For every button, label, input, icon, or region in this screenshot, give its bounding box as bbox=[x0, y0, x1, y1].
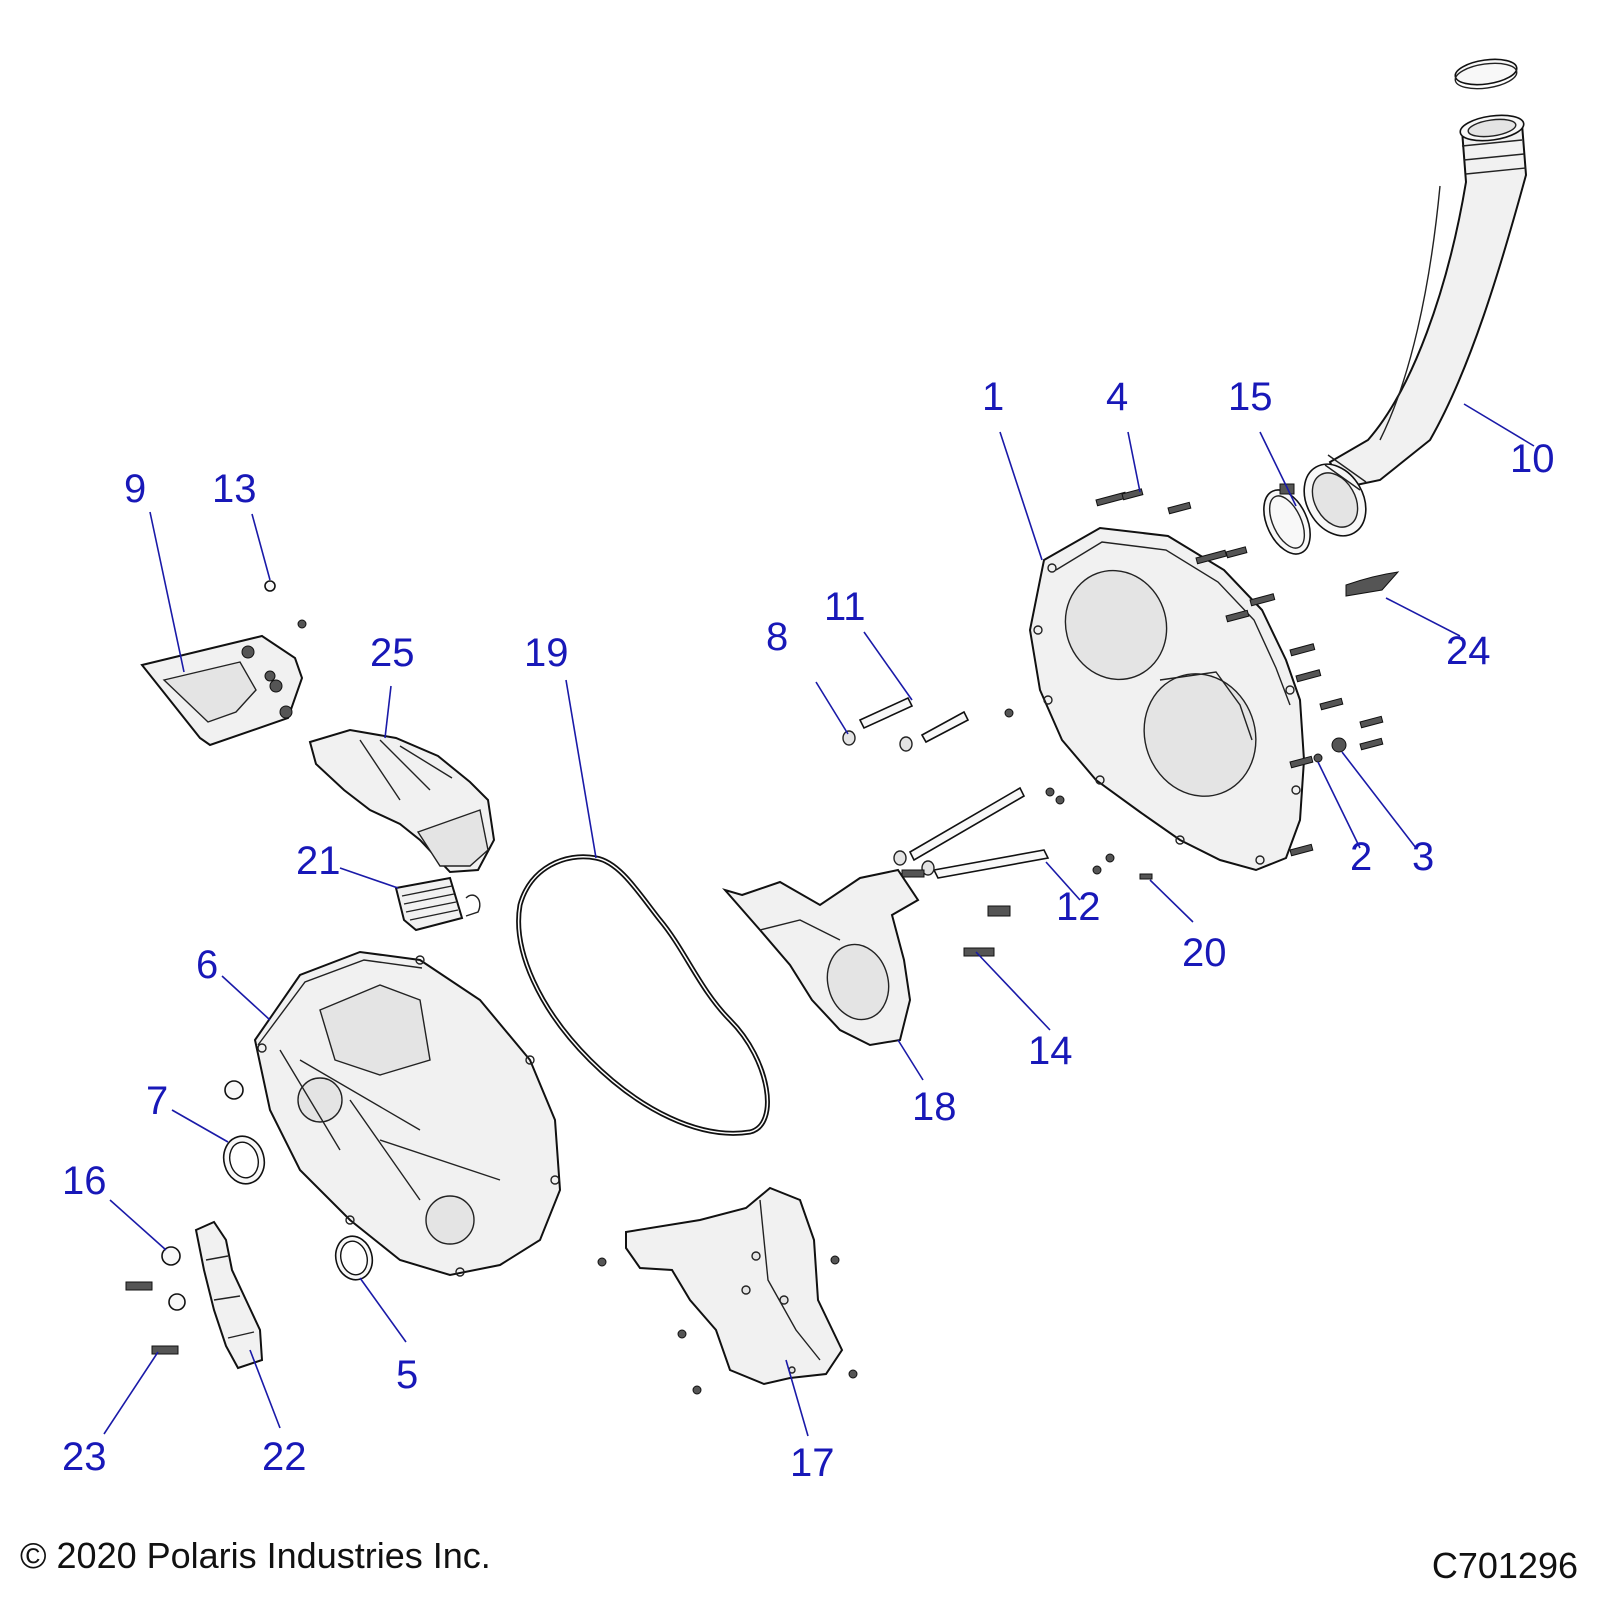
nut-part-16 bbox=[161, 1246, 181, 1266]
outer-clutch-cover-part-1 bbox=[1028, 526, 1306, 872]
callout-14: 14 bbox=[1028, 1029, 1073, 1073]
callouts: 1 2 3 4 5 6 7 8 9 10 11 12 13 14 15 16 1… bbox=[62, 375, 1555, 1485]
callout-9: 9 bbox=[124, 467, 146, 511]
shield-plate-part-18 bbox=[721, 868, 920, 1047]
intake-boot-part-25 bbox=[308, 728, 496, 874]
callout-16: 16 bbox=[62, 1159, 107, 1203]
callout-15: 15 bbox=[1228, 375, 1273, 419]
bolt-near-part-22 bbox=[125, 1281, 153, 1291]
copyright-notice: © 2020 Polaris Industries Inc. bbox=[20, 1535, 491, 1576]
callout-20: 20 bbox=[1182, 931, 1227, 975]
washer-part-2 bbox=[1313, 753, 1323, 763]
callout-22: 22 bbox=[262, 1435, 307, 1479]
callout-5: 5 bbox=[396, 1353, 418, 1397]
callout-18: 18 bbox=[912, 1085, 957, 1129]
cover-bolts-part-4 bbox=[1095, 488, 1384, 857]
callout-10: 10 bbox=[1510, 437, 1555, 481]
inner-clutch-cover-part-6 bbox=[253, 950, 562, 1277]
callout-7: 7 bbox=[146, 1079, 168, 1123]
callout-19: 19 bbox=[524, 631, 569, 675]
callout-4: 4 bbox=[1106, 375, 1128, 419]
frame-bracket-part-9 bbox=[140, 619, 307, 747]
intake-duct-part-10 bbox=[1303, 58, 1528, 537]
callout-8: 8 bbox=[766, 615, 788, 659]
callout-23: 23 bbox=[62, 1435, 107, 1479]
nut-part-3 bbox=[1331, 737, 1347, 753]
drawing-number: C701296 bbox=[1431, 1545, 1578, 1586]
drive-belt-part-19 bbox=[516, 854, 770, 1136]
leader-lines bbox=[103, 403, 1535, 1437]
bolt-part-20 bbox=[1139, 873, 1153, 880]
callout-2: 2 bbox=[1350, 835, 1372, 879]
callout-17: 17 bbox=[790, 1441, 835, 1485]
callout-12: 12 bbox=[1056, 885, 1101, 929]
grille-screen-part-21 bbox=[394, 876, 481, 932]
callout-11: 11 bbox=[824, 585, 866, 629]
o-ring-part-7 bbox=[222, 1135, 266, 1185]
callout-21: 21 bbox=[296, 839, 341, 883]
callout-24: 24 bbox=[1446, 629, 1491, 673]
callout-3: 3 bbox=[1412, 835, 1434, 879]
bolt-part-23 bbox=[151, 1345, 179, 1355]
callout-1: 1 bbox=[982, 375, 1004, 419]
callout-13: 13 bbox=[212, 467, 257, 511]
mounting-bracket-part-22 bbox=[194, 1220, 264, 1370]
seal-strip-part-24 bbox=[1345, 571, 1400, 597]
nut-near-part-22 bbox=[168, 1293, 186, 1311]
long-bolts-part-11-12 bbox=[842, 696, 1115, 879]
snap-ring-part-5 bbox=[334, 1235, 374, 1281]
lower-guard-part-17 bbox=[597, 1186, 858, 1395]
callout-6: 6 bbox=[196, 943, 218, 987]
bolts-part-14 bbox=[963, 905, 1011, 957]
callout-25: 25 bbox=[370, 631, 415, 675]
nut-near-part-6 bbox=[224, 1080, 244, 1100]
nut-part-13 bbox=[264, 580, 276, 592]
